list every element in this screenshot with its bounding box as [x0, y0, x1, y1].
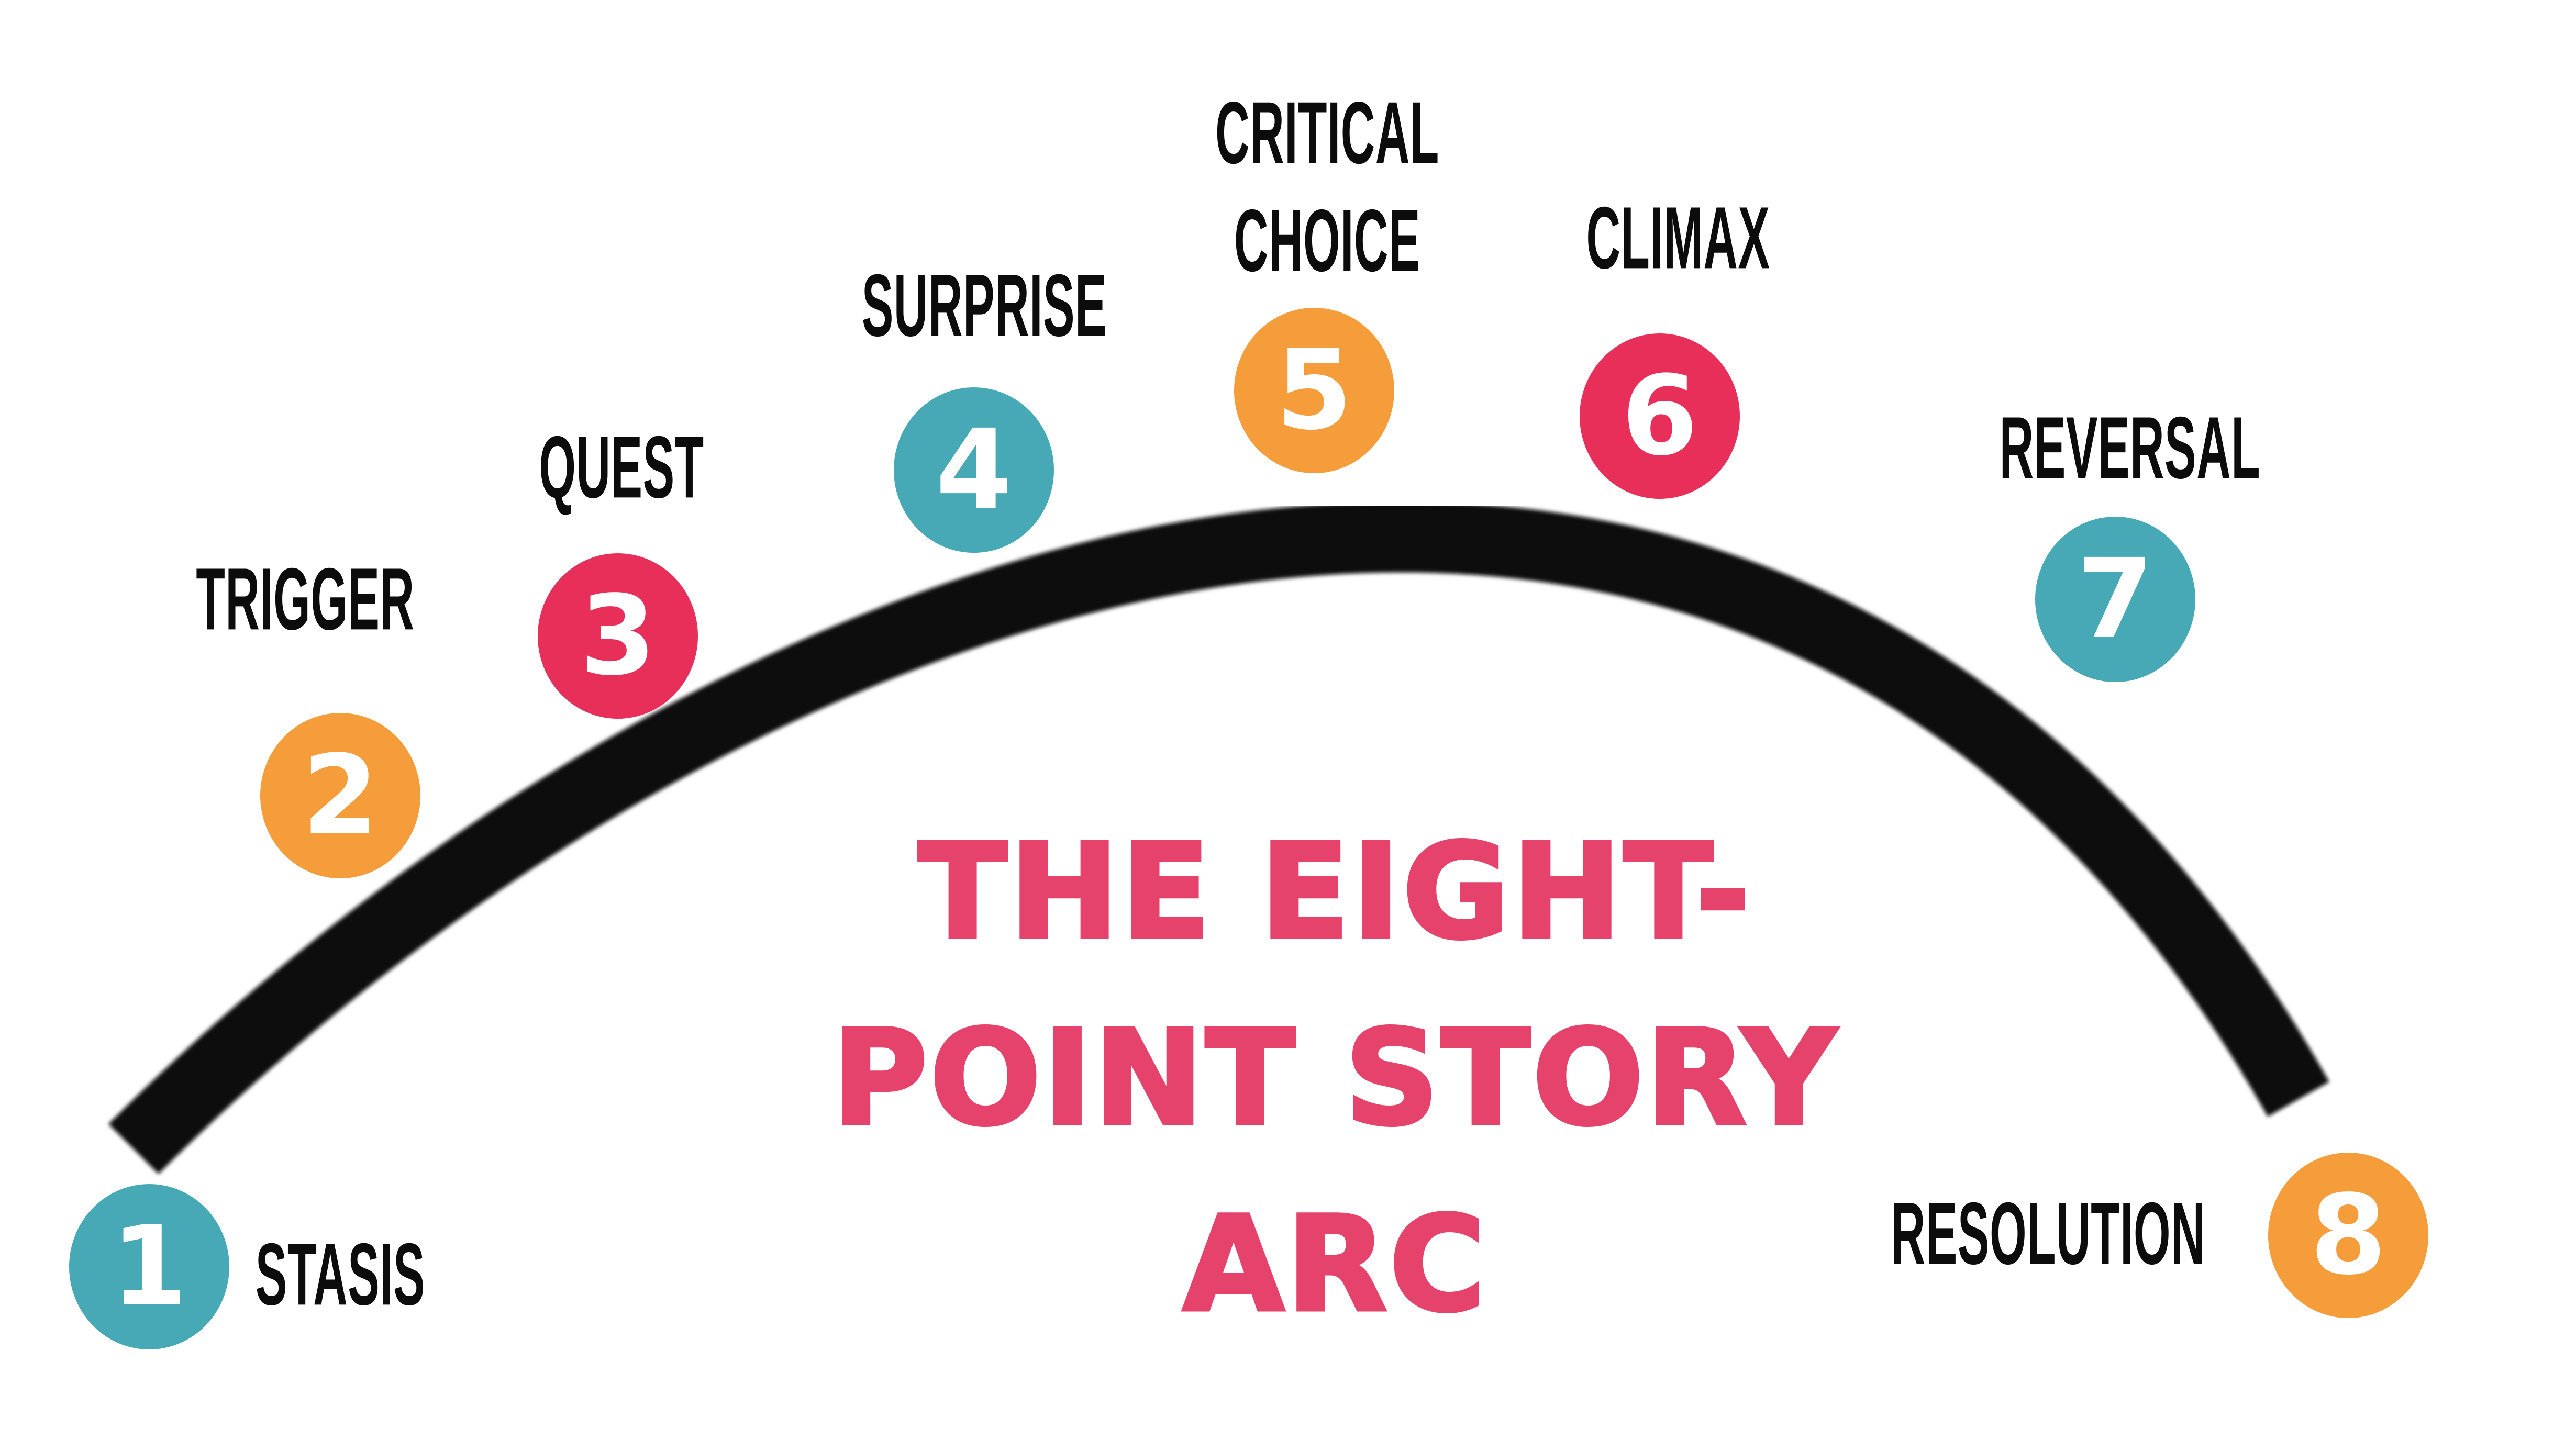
point-circle-7: 7 — [2035, 517, 2195, 682]
point-circle-2: 2 — [260, 713, 420, 878]
point-number-3: 3 — [579, 572, 657, 700]
point-number-2: 2 — [302, 731, 379, 860]
point-number-5: 5 — [1275, 326, 1353, 454]
story-arc-curve — [108, 501, 2329, 1174]
point-label-reversal: REVERSAL — [1999, 398, 2261, 497]
point-number-1: 1 — [110, 1202, 188, 1331]
point-circle-5: 5 — [1234, 308, 1394, 473]
point-circle-3: 3 — [538, 553, 698, 719]
point-label-surprise: SURPRISE — [861, 256, 1107, 355]
point-label-resolution: RESOLUTION — [1891, 1184, 2206, 1283]
point-label-stasis: STASIS — [255, 1225, 426, 1324]
point-label-trigger: TRIGGER — [196, 550, 415, 649]
point-circle-8: 8 — [2268, 1153, 2428, 1318]
point-label-quest: QUEST — [539, 418, 704, 517]
point-label-critical-choice: CRITICAL CHOICE — [1215, 83, 1439, 290]
title-line-2: POINT STORY — [830, 1000, 1839, 1156]
point-circle-1: 1 — [69, 1184, 229, 1349]
point-label-climax: CLIMAX — [1586, 188, 1770, 287]
point-circle-6: 6 — [1580, 333, 1740, 499]
diagram-title: THE EIGHT- POINT STORY ARC — [830, 799, 1839, 1358]
title-line-1: THE EIGHT- — [916, 814, 1752, 970]
title-line-3: ARC — [1181, 1187, 1487, 1343]
point-number-7: 7 — [2077, 535, 2154, 663]
point-circle-4: 4 — [894, 387, 1054, 553]
point-number-4: 4 — [935, 406, 1013, 534]
point-number-8: 8 — [2309, 1171, 2387, 1299]
point-number-6: 6 — [1621, 352, 1698, 480]
